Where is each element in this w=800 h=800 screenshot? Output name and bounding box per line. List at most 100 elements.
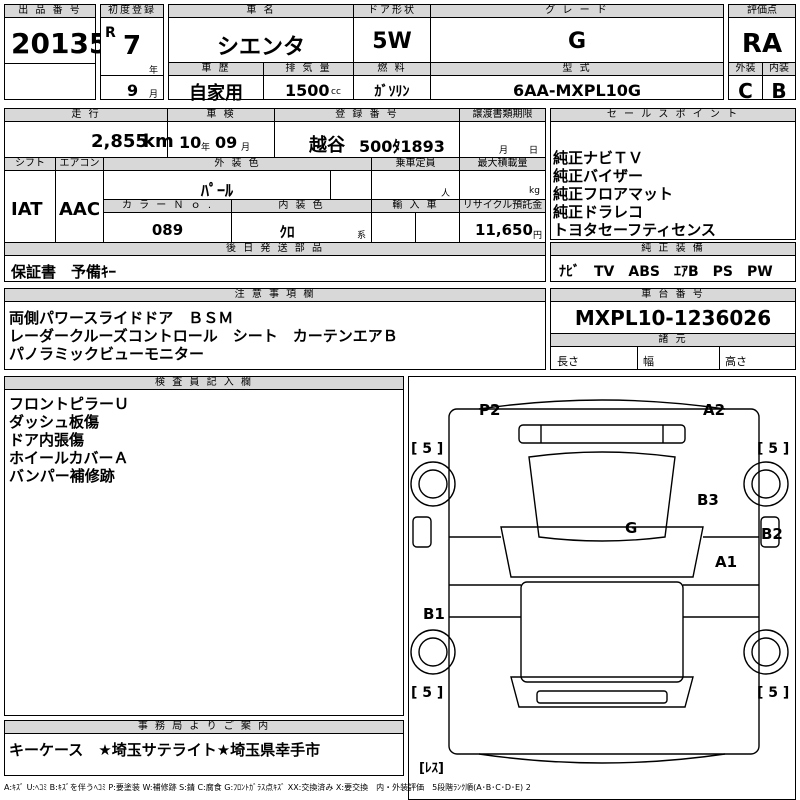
sales-points-box: セ ー ル ス ポ イ ン ト 純正ナビＴＶ 純正バイザー 純正フロアマット 純… [550,108,796,240]
mileage-header: 走 行 [5,109,167,122]
equipment-box: 純 正 装 備 ﾅﾋﾞ TV ABS ｴｱB PS PW [550,242,796,282]
later-parts-header: 後 日 発 送 部 品 [5,243,545,256]
dimensions-header: 諸 元 [551,334,795,347]
transfer-month-unit: 月 [499,146,509,156]
lot-number: 20135 [11,27,109,60]
ext-color-header: 外 装 色 [104,158,371,171]
first-reg-year: 7 [123,31,142,61]
import-header: 輸 入 車 [372,200,459,213]
recycle: 11,650 [475,221,533,239]
reg-no-header: 登 録 番 号 [275,109,459,122]
exterior-header: 外装 [729,63,762,76]
office-header: 事 務 局 よ り ご 案 内 [5,721,403,734]
notes-list: 両側パワースライドドア ＢＳＭ レーダークルーズコントロール シート カーテンエ… [9,309,398,363]
shift: IAT [11,199,43,220]
shift-header: シフト [5,158,55,171]
equipment-header: 純 正 装 備 [551,243,795,256]
first-reg-month-unit: 月 [149,90,159,100]
tire-front-right: [ 5 ] [757,441,790,457]
door-header: ドア形状 [354,5,430,18]
inspector-item: バンパー補修跡 [9,467,115,485]
sales-points-list: 純正ナビＴＶ 純正バイザー 純正フロアマット 純正ドラレコ トヨタセーフティセン… [553,149,716,239]
diagram-g: G [625,519,638,537]
car-name-header: 車 名 [169,5,353,18]
color-no-header: カ ラ ー Ｎ ｏ . [104,200,231,213]
main-info-box: 走 行 車 検 登 録 番 号 譲渡書類期限 2,855 km 10 年 09 … [4,108,546,282]
score-header: 評価点 [729,5,795,18]
tire-rear-left: [ 5 ] [411,685,444,701]
notes-header: 注 意 事 項 欄 [5,289,545,302]
legend: A:ｷｽﾞ U:ﾍｺﾐ B:ｷｽﾞを伴うﾍｺﾐ P:要塗装 W:補修跡 S:錆 … [4,783,531,792]
int-color-unit: 系 [357,231,367,241]
capacity-header: 乗車定員 [372,158,459,171]
sales-points-header: セ ー ル ス ポ イ ン ト [551,109,795,122]
displacement: 1500 [285,81,330,100]
inspection-year: 10 [179,133,202,152]
ext-color: ﾊﾟｰﾙ [200,181,233,200]
equipment: ﾅﾋﾞ TV ABS ｴｱB PS PW [559,264,773,280]
capacity-unit: 人 [441,189,451,199]
diagram-a2: A2 [703,401,726,419]
car-info-box: 車 名 ドア形状 グ レ ー ド シエンタ 5W G 車 歴 排 気 量 燃 料… [168,4,724,104]
inspector-item: ドア内張傷 [9,431,85,449]
sales-point-item: 純正ナビＴＶ [553,149,644,167]
history-header: 車 歴 [169,63,263,76]
mileage: 2,855 [91,131,148,152]
note-item: レーダークルーズコントロール シート カーテンエアＢ [9,327,398,345]
interior-header: 内装 [763,63,795,76]
displacement-unit: cc [331,87,341,97]
note-item: 両側パワースライドドア ＢＳＭ [9,309,234,327]
notes-box: 注 意 事 項 欄 両側パワースライドドア ＢＳＭ レーダークルーズコントロール… [4,288,546,370]
inspection-month: 09 [215,133,238,152]
aircon: AAC [59,199,101,220]
car-diagram [410,399,789,764]
inspection-year-unit: 年 [201,143,211,153]
car-name: シエンタ [216,35,305,60]
spare-tire: [ﾚｽ] [419,761,444,776]
model: 6AA-MXPL10G [512,81,642,100]
diagram-b1: B1 [423,605,445,623]
sales-point-item: 純正ドラレコ [553,203,644,221]
interior-grade: B [771,79,787,103]
inspector-box: 検 査 員 記 入 欄 フロントピラーＵ ダッシュ板傷 ドア内張傷 ホイールカバ… [4,376,404,716]
lot-box: 出 品 番 号 20135 [4,4,108,100]
inspector-item: ホイールカバーＡ [9,449,129,467]
dim-height-label: 高さ [725,355,747,368]
dim-width-label: 幅 [643,355,654,368]
inspector-list: フロントピラーＵ ダッシュ板傷 ドア内張傷 ホイールカバーＡ バンパー補修跡 [9,395,129,485]
chassis-box: 車 台 番 号 MXPL10-1236026 諸 元 長さ 幅 高さ [550,288,796,370]
max-load-header: 最大積載量 [460,158,545,171]
grade-header: グ レ ー ド [431,5,723,18]
reg-area: 越谷 [309,135,345,156]
int-color-header: 内 装 色 [232,200,371,213]
inspection-header: 車 検 [168,109,274,122]
grade: G [567,29,587,54]
diagram-b2: B2 [761,525,783,543]
max-load-unit: kg [529,186,540,196]
note-item: パノラミックビューモニター [9,345,205,363]
transfer-header: 譲渡書類期限 [460,109,545,122]
tire-rear-right: [ 5 ] [757,685,790,701]
door-type: 5W [372,29,412,54]
displacement-header: 排 気 量 [264,63,353,76]
inspector-item: フロントピラーＵ [9,395,130,413]
office-box: 事 務 局 よ り ご 案 内 キーケース ★埼玉サテライト★埼玉県幸手市 [4,720,404,776]
aircon-header: エアコン [56,158,103,171]
model-header: 型 式 [431,63,723,76]
inspector-header: 検 査 員 記 入 欄 [5,377,403,390]
first-reg-era: R [105,25,116,41]
first-reg-year-unit: 年 [149,66,159,76]
first-reg-month: 9 [127,81,139,100]
inspector-item: ダッシュ板傷 [9,413,100,431]
lot-header: 出 品 番 号 [5,5,95,18]
sales-point-item: 純正バイザー [553,167,644,185]
int-color: ｸﾛ [279,223,295,241]
transfer-day-unit: 日 [529,146,539,156]
dim-length-label: 長さ [557,355,579,368]
first-reg-box: 初度登録 R 7 年 9 月 [100,4,164,100]
sales-point-item: トヨタセーフティセンス [553,221,716,239]
diagram-p2: P2 [479,401,501,419]
diagram-b3: B3 [697,491,719,509]
mileage-unit: km [143,131,174,152]
recycle-unit: 円 [533,231,543,241]
